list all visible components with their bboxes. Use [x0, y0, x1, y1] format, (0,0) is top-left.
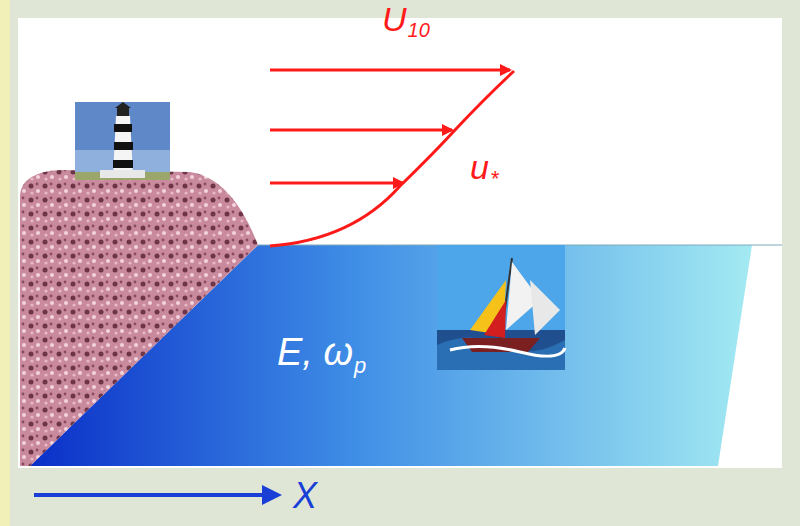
energy-frequency-symbol: E, ω: [277, 333, 353, 371]
coast-rock: [20, 170, 258, 466]
fetch-arrowhead: [262, 485, 282, 505]
wind-speed-symbol: U: [382, 2, 407, 36]
wind-speed-subscript: 10: [408, 20, 430, 40]
peak-frequency-subscript: p: [354, 355, 366, 377]
fetch-axis: [34, 493, 266, 497]
friction-velocity-symbol: u: [470, 150, 489, 184]
frame-edge: [0, 0, 10, 526]
wind-profile: [270, 70, 514, 246]
sailboat-icon: [437, 245, 565, 370]
sky-panel: [18, 18, 782, 468]
friction-velocity-subscript: *: [490, 168, 499, 190]
fetch-symbol: X: [293, 478, 317, 514]
lighthouse-icon: [75, 102, 170, 180]
